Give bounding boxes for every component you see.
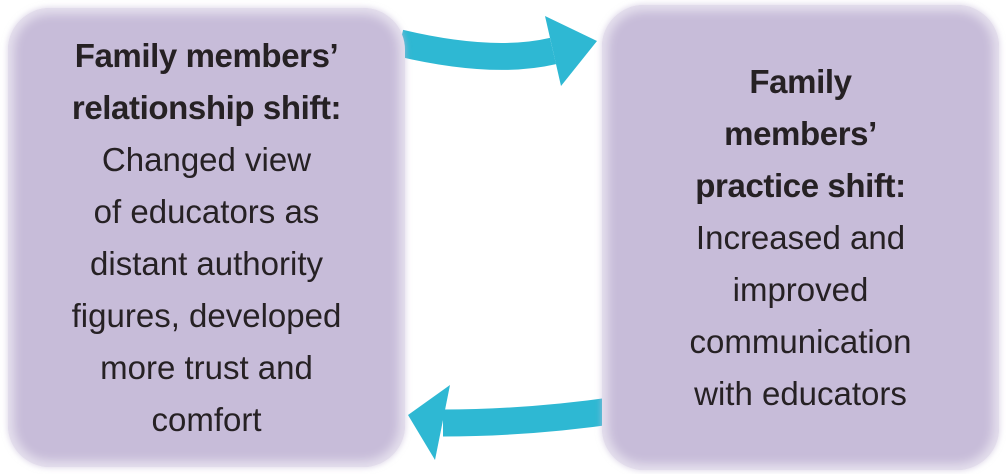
right-box-body-line: with educators <box>694 374 907 412</box>
right-box-body-line: improved <box>732 270 869 308</box>
left-box-title-line: relationship shift: <box>71 88 342 126</box>
right-box-body-line: Increased and <box>695 218 906 256</box>
left-box-body-line: Changed view <box>101 140 312 178</box>
left-box-body-line: comfort <box>151 400 262 438</box>
left-box-title-line: Family members’ <box>74 36 339 74</box>
left-box-body-line: of educators as <box>93 192 320 230</box>
right-box-title-line: practice shift: <box>695 166 906 204</box>
arrow-left-icon <box>408 385 620 460</box>
left-box-body-line: distant authority <box>90 244 323 282</box>
right-box-title-line: Family <box>749 62 852 100</box>
left-box-body-line: more trust and <box>100 348 313 386</box>
right-box-body-line: communication <box>689 322 912 360</box>
right-box-title-line: members’ <box>724 114 877 152</box>
left-box: Family members’ relationship shift: Chan… <box>8 8 405 467</box>
left-box-body-line: figures, developed <box>71 296 342 334</box>
arrow-right-icon <box>396 16 597 86</box>
right-box: Family members’ practice shift: Increase… <box>602 5 999 470</box>
